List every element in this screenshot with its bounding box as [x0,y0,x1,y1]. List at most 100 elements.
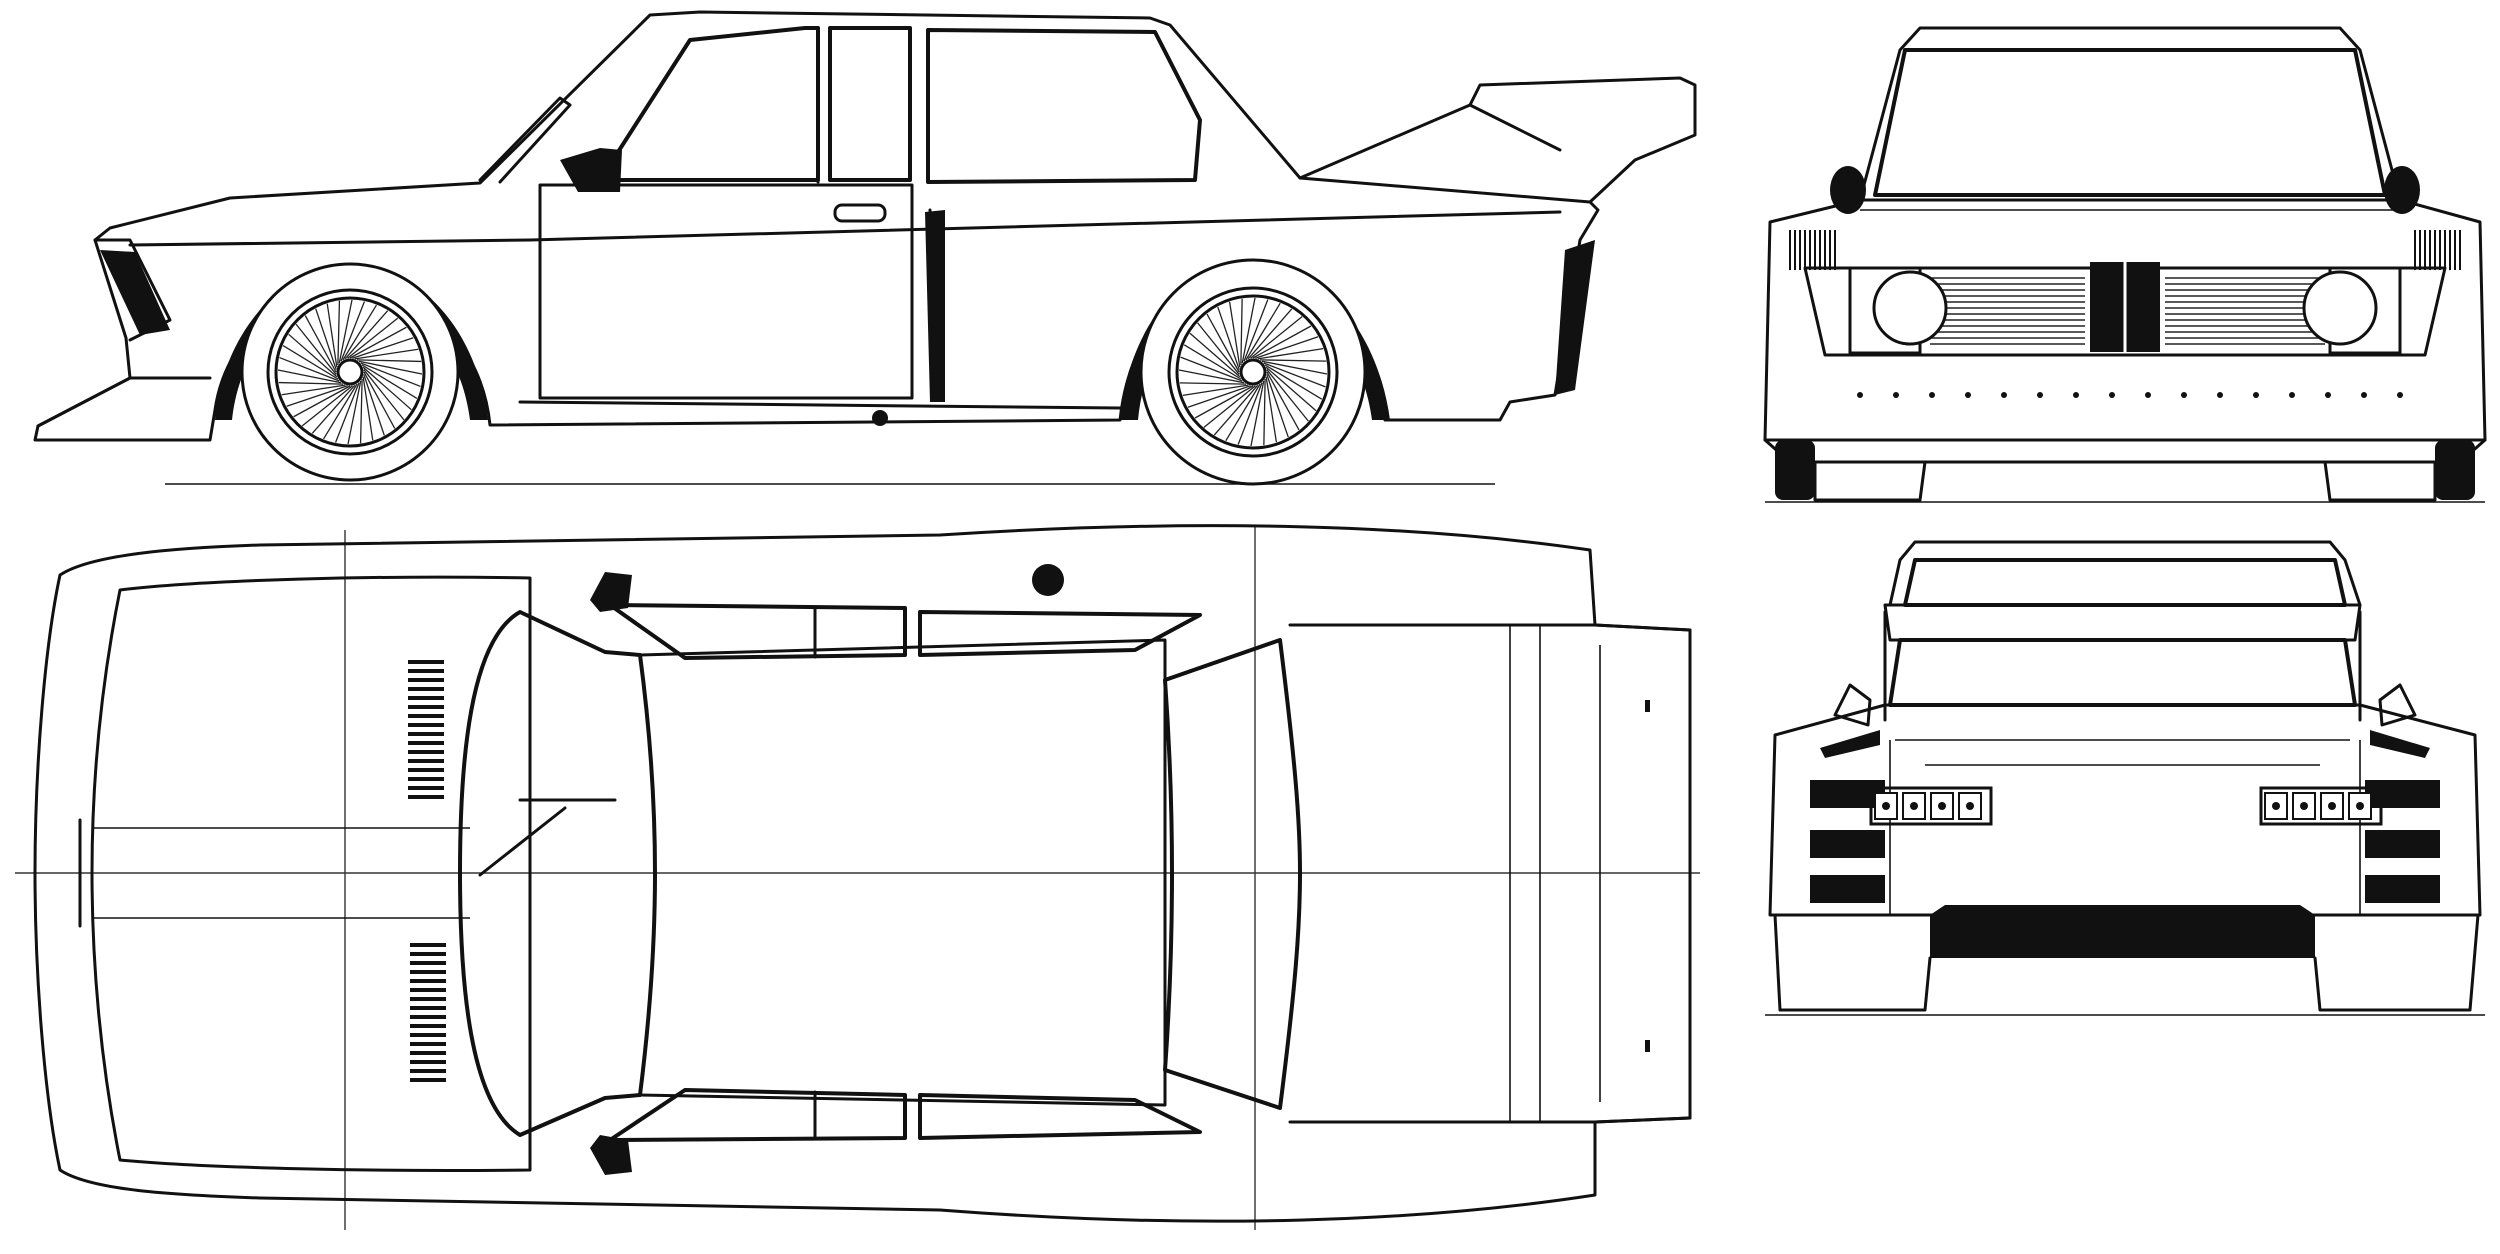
lamp-bulb [2328,802,2336,810]
rear-mirror-left [1833,683,1872,727]
front-splitter-left [1813,460,1927,502]
wheel-spoke [1183,344,1242,380]
wheel-spoke [311,384,356,434]
side-quarter-glass [828,26,912,182]
side-belt-line [128,210,1562,247]
top-hood [90,575,532,1173]
rivet [2181,392,2187,398]
side-door [538,183,914,400]
front-tyre-left [1775,440,1815,500]
rivet [2253,392,2259,398]
wheel-spoke [1266,369,1309,422]
rear-window-lower [1888,638,2357,707]
wheel-spoke [362,376,374,441]
wheel-spoke [1228,301,1241,368]
rivet [2145,392,2151,398]
lamp-housing [2259,786,2383,826]
lamp-bulb [2356,802,2364,810]
wheel-spoke [1250,380,1265,447]
rear-fender-lower-right [2313,913,2480,1012]
wheel-spoke [1241,297,1256,364]
rivet [2397,392,2403,398]
wheel-spoke [288,333,338,378]
front-windshield [1873,48,2387,197]
wheel-spoke [1213,384,1259,436]
side-wing-endplate [1468,103,1562,152]
wheel-spoke [361,364,418,400]
front-fender-vent-right [2414,230,2461,270]
wheel-spoke [1225,383,1261,442]
rear-wing [1883,603,2362,642]
wheel-spoke [322,383,358,440]
wheel-spoke [1261,360,1328,375]
wheel-spoke [356,359,422,363]
duct-slot [1810,830,1885,858]
side-windshield-edge [478,96,572,184]
wheel-spoke [340,301,366,362]
top-mirror-upper [590,572,632,612]
front-mirror-right [2384,166,2420,214]
wheel-spoke [1182,384,1249,397]
wheel-spoke [1263,362,1326,388]
wheel-spoke [358,360,423,375]
rear-mirror-right [2378,683,2417,727]
top-rear-wing [1593,623,1692,1124]
wheel-spoke [1259,359,1327,362]
wheel-spoke [279,356,340,382]
wheel-spoke [1255,336,1319,359]
wheel-spoke [1263,378,1266,446]
side-headlight-recess [100,250,170,335]
front-rivets [1857,392,2403,398]
front-grille-panel [1803,266,2447,357]
side-view [33,10,1697,486]
wheel-spoke [1187,385,1251,408]
rivet [1857,392,1863,398]
wheel-spoke [1189,332,1241,378]
wheel-spoke [281,384,346,396]
rivet [1929,392,1935,398]
wheel-spoke [352,337,414,359]
wheel-spoke [334,382,360,443]
wheel-spoke [338,299,353,364]
top-trunk-edges [1288,623,1597,1124]
wheel-spoke [362,366,412,411]
rear-tail-lamps-left [1869,786,1993,826]
wheel-spoke [1265,366,1317,412]
side-rear-duct [1555,240,1595,395]
wheel-spoke [347,380,362,445]
wheel-spoke [363,369,405,421]
top-fuel-cap [1032,564,1064,596]
lamp-bulb [2300,802,2308,810]
rivet [2109,392,2115,398]
front-air-dam [1763,438,2487,464]
top-side-window-lower-front [608,1088,907,1142]
side-sill-line [518,400,1122,410]
duct-slot [1810,780,1885,808]
wheel-spoke [347,317,399,359]
wheel-spoke [278,381,344,385]
rivet [2073,392,2079,398]
rivet [2325,392,2331,398]
side-cooling-duct [925,210,945,402]
top-side-window-lower-rear [918,1093,1202,1140]
lamp-housing [1869,786,1993,826]
wheel-spoke [295,323,337,375]
wheel-spoke [344,310,389,360]
wheel-spoke [277,369,342,384]
wheel-spoke [363,371,396,429]
lamp-bulb [1966,802,1974,810]
wheel-spoke [1217,306,1240,370]
wheel-spoke [1179,382,1247,385]
side-rear-wing [1298,76,1697,204]
wheel-spoke [1206,313,1240,373]
wheel-spoke [349,326,407,359]
wheel-spoke [342,304,378,361]
duct-slot [2365,780,2440,808]
wheel-spoke [293,385,351,418]
wheel-spoke [1252,325,1312,359]
rear-duct-right [2365,780,2440,903]
top-roof [638,638,1167,1107]
top-side-window-upper-rear [918,610,1202,657]
wheel-spoke [1266,374,1289,438]
